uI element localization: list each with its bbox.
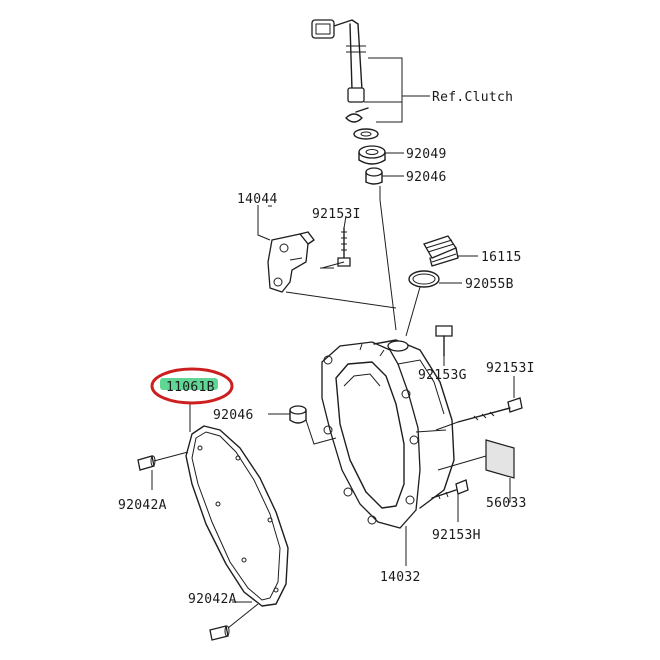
highlight-ring [150,367,234,405]
highlight-mark [160,378,218,390]
label-14032: 14032 [380,570,421,585]
bolt-92153g [435,325,453,357]
bolt-92153i-right [457,397,523,423]
clutch-cover-14032 [321,339,455,529]
label-92042a-bottom: 92042A [188,592,237,607]
bearing-92049 [358,145,386,165]
label-16115: 16115 [481,250,522,265]
ref-clutch-leader [368,57,430,123]
needle-bearing-92046-mid [289,405,307,424]
label-92055b: 92055B [465,277,514,292]
label-ref-clutch: Ref.Clutch [432,90,513,105]
gasket-11061b [185,425,289,607]
label-plate-56033 [485,439,515,479]
needle-bearing-92046-top [365,167,383,185]
label-92049: 92049 [406,147,447,162]
label-92153g: 92153G [418,368,467,383]
label-56033: 56033 [486,496,527,511]
dowel-pin-92042a-bottom [209,625,230,641]
label-14044: 14044 [237,192,278,207]
label-92153i-right: 92153I [486,361,535,376]
label-92153i-top: 92153I [312,207,361,222]
bolt-92153i-top [337,227,351,267]
bolt-92153h [431,479,469,500]
dowel-pin-92042a-top [137,455,156,471]
bracket-14044 [267,231,315,293]
label-92046-mid: 92046 [213,408,254,423]
filler-cap-16115 [423,235,459,267]
o-ring-92055b [408,270,440,288]
clutch-switch-assembly [311,19,379,140]
assembly-line-center [379,186,397,331]
label-92153h: 92153H [432,528,481,543]
label-11061b: 11061B [166,380,215,395]
label-92046-top: 92046 [406,170,447,185]
label-92042a-top: 92042A [118,498,167,513]
